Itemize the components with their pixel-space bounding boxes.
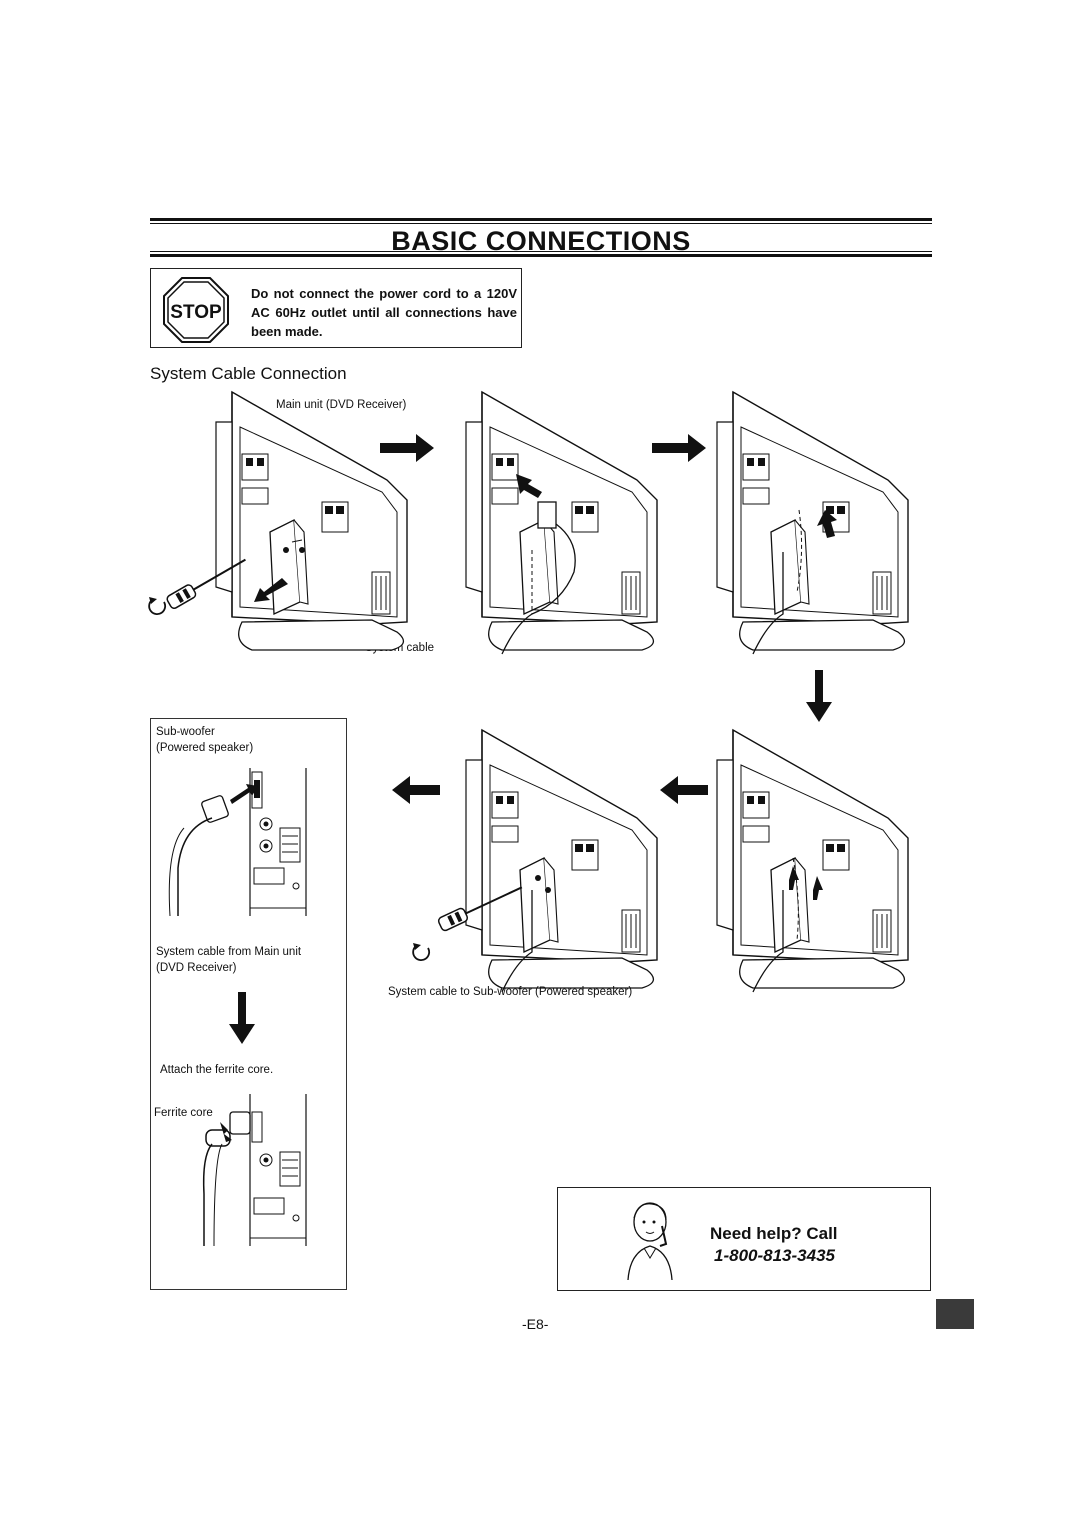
cable-from-main-label-2: (DVD Receiver) <box>156 962 237 974</box>
subwoofer-label-2: (Powered speaker) <box>156 742 254 754</box>
cable-to-subwoofer-label: System cable to Sub-woofer (Powered spea… <box>388 986 633 998</box>
subwoofer-label-1: Sub-woofer <box>156 726 215 738</box>
page-number: -E8- <box>522 1316 549 1332</box>
stop-sign-text: STOP <box>170 302 222 323</box>
rotate-icon-2 <box>412 943 431 961</box>
diagram-step-5 <box>465 729 658 993</box>
title-rule-top <box>150 218 932 221</box>
section-heading: System Cable Connection <box>150 364 347 383</box>
arrow-right-icon <box>380 434 434 462</box>
page-title: BASIC CONNECTIONS <box>391 226 691 256</box>
ferrite-core-label: Ferrite core <box>154 1107 213 1119</box>
arrow-right-icon-2 <box>652 434 706 462</box>
title-rule-bottom <box>150 254 932 257</box>
corner-tab <box>936 1299 974 1329</box>
warning-box: STOP Do not connect the power cord to a … <box>150 268 522 348</box>
title-rule-bottom-thin <box>150 251 932 252</box>
diagram-step-3 <box>716 391 909 655</box>
help-box: Need help? Call 1-800-813-3435 <box>557 1187 931 1291</box>
main-unit-label: Main unit (DVD Receiver) <box>276 399 407 411</box>
title-rule-top-thin <box>150 223 932 224</box>
rotate-icon <box>148 597 167 615</box>
person-phone-icon <box>627 1202 673 1281</box>
subwoofer-panel <box>150 718 347 1290</box>
ferrite-core-diagram <box>202 1094 307 1247</box>
arrow-down-left-icon <box>254 578 288 602</box>
diagram-step-1 <box>215 391 408 651</box>
arrow-left-icon <box>392 776 440 804</box>
diagram-step-4 <box>716 729 909 993</box>
stop-sign-icon: STOP <box>163 277 229 343</box>
screwdriver-icon <box>166 558 246 609</box>
screwdriver-icon-2 <box>437 886 523 932</box>
diagram-step-2 <box>465 391 658 655</box>
help-title: Need help? Call <box>710 1224 838 1243</box>
warning-text: Do not connect the power cord to a 120V … <box>251 286 517 339</box>
arrow-down-icon <box>806 670 832 722</box>
arrow-left-icon-2 <box>660 776 708 804</box>
help-phone: 1-800-813-3435 <box>714 1246 835 1265</box>
subwoofer-back-diagram <box>168 768 307 917</box>
cable-from-main-label-1: System cable from Main unit <box>156 946 302 958</box>
attach-ferrite-label: Attach the ferrite core. <box>160 1064 274 1076</box>
arrow-down-icon-2 <box>229 992 255 1044</box>
